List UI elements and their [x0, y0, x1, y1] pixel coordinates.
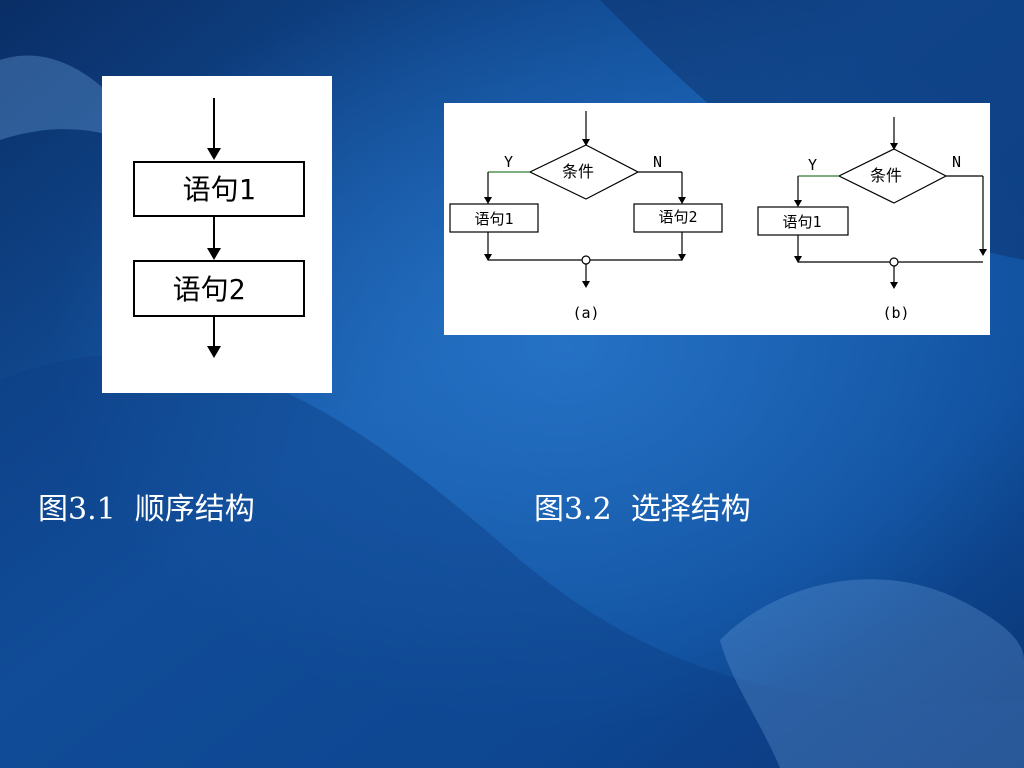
selection-diagram-a: Y N 条件 语句1 语句2 (a) [449, 111, 723, 322]
statement-box-1 [133, 161, 305, 217]
yes-label-b: Y [808, 156, 817, 174]
selection-flowchart: Y N 条件 语句1 语句2 (a) [449, 111, 987, 322]
statement-1-label-b: 语句1 [782, 213, 821, 231]
selection-flowchart-panel: Y N 条件 语句1 语句2 (a) [444, 103, 990, 335]
statement-box-2 [133, 260, 305, 317]
sequence-flowchart-panel: 语句1 语句2 [102, 76, 332, 393]
no-label-b: N [952, 153, 961, 171]
statement-2-label-a: 语句2 [658, 208, 697, 226]
condition-label-b: 条件 [870, 166, 902, 185]
figure-3-2-caption: 图3.2 选择结构 [534, 492, 751, 527]
statement-1-label: 语句1 [183, 173, 256, 206]
condition-diamond-a [528, 144, 640, 200]
ornament-bottom-right [720, 579, 1024, 768]
statement-2-label: 语句2 [173, 273, 246, 306]
condition-diamond-b [837, 148, 948, 204]
selection-diagram-b: Y N 条件 语句1 (b) [757, 117, 987, 322]
statement-2-box-a [633, 203, 723, 233]
statement-1-box-b [757, 206, 849, 236]
sequence-flowchart: 语句1 语句2 [133, 98, 305, 358]
statement-1-box-a [449, 203, 539, 233]
diagram-a-label: (a) [572, 304, 599, 322]
statement-1-label-a: 语句1 [474, 210, 513, 228]
merge-node-a [581, 255, 591, 265]
yes-label-a: Y [504, 153, 513, 171]
merge-node-b [889, 257, 899, 267]
no-label-a: N [653, 153, 662, 171]
figure-3-1-caption: 图3.1 顺序结构 [38, 492, 255, 527]
condition-label-a: 条件 [562, 162, 594, 181]
diagram-b-label: (b) [882, 304, 909, 322]
